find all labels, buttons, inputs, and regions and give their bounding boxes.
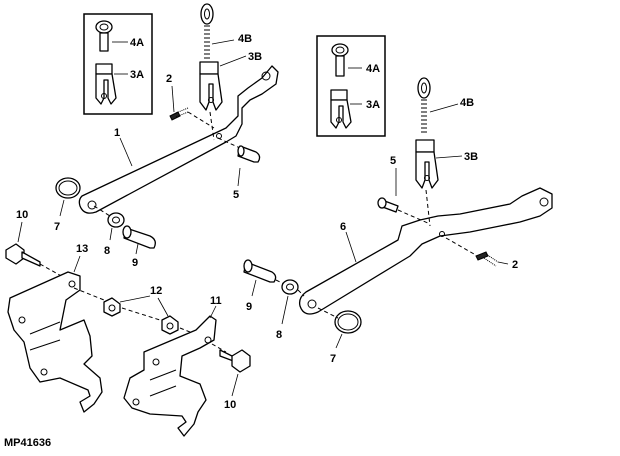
lift-link-part-1 [78,65,279,214]
callout-10-right: 10 [224,399,236,411]
eyebolt-4a-left [95,20,113,34]
inset-left: 4A 3A [83,13,153,115]
callout-13: 13 [76,243,88,255]
lift-link-left: 4B 3B 1 [78,3,279,214]
callout-3a-left: 3A [130,69,144,81]
bracket-11: 11 [123,295,222,437]
inset-right: 4A 3A [316,35,386,137]
callout-9-left: 9 [132,257,138,269]
callout-5-right: 5 [390,155,396,167]
callout-1: 1 [114,127,120,139]
bracket-13: 13 [7,243,103,413]
callout-4a-right: 4A [366,63,380,75]
callout-6: 6 [340,221,346,233]
figure-code: MP41636 [4,437,51,449]
callout-12: 12 [150,285,162,297]
clevis-3a-left [95,73,117,105]
callout-7-right: 7 [330,353,336,365]
callout-7-left: 7 [54,221,60,233]
inset-left-frame [83,13,153,115]
washer-pin-left: 8 9 [93,205,156,269]
pin-5-left: 5 [217,137,261,201]
cotter-pin-left: 2 [166,73,215,129]
eyebolt-4a-right [331,43,349,57]
pin-5-right: 5 [377,155,431,225]
callout-4a-left: 4A [130,37,144,49]
callout-11: 11 [210,295,222,307]
callout-8-left: 8 [104,245,110,257]
callout-9-right: 9 [246,301,252,313]
callout-10-left: 10 [16,209,28,221]
clevis-3a-right [330,99,352,129]
bolt-10-right: 10 [211,343,251,411]
callout-2-left: 2 [166,73,172,85]
callout-2-right: 2 [512,259,518,271]
callout-4b-right: 4B [460,97,474,109]
callout-3b-right: 3B [464,151,478,163]
callout-3b-left: 3B [248,51,262,63]
nuts-12: 12 [73,285,211,341]
lift-link-part-6 [298,187,553,315]
pin-washer-ring-right: 9 8 7 [243,259,362,365]
callout-5-left: 5 [233,189,239,201]
cotter-pin-right: 2 [445,237,518,271]
inset-right-frame [316,35,386,137]
lift-link-right: 4B 3B 6 [298,77,553,315]
snap-ring-7-left: 7 [54,177,81,233]
callout-4b-left: 4B [238,33,252,45]
bolt-10-left: 10 [5,209,73,283]
callout-3a-right: 3A [366,99,380,111]
callout-8-right: 8 [276,329,282,341]
